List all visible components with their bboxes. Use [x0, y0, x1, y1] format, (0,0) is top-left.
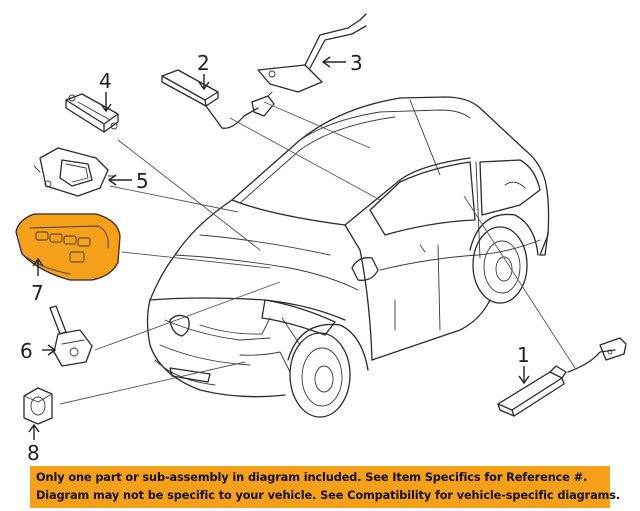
part-1-antenna[interactable]: [497, 337, 627, 417]
vehicle-illustration: [146, 96, 550, 418]
part-5-holder[interactable]: [33, 147, 117, 197]
part-3-bracket[interactable]: [257, 13, 367, 93]
callout-3: 3: [350, 51, 363, 75]
callout-6: 6: [20, 339, 33, 363]
callout-8: 8: [27, 441, 40, 465]
callout-1: 1: [517, 343, 530, 367]
part-6-lock[interactable]: [49, 305, 93, 367]
callout-7: 7: [31, 281, 44, 305]
part-4-module[interactable]: [65, 93, 119, 133]
part-2-antenna[interactable]: [161, 69, 275, 129]
callout-5: 5: [136, 169, 149, 193]
disclaimer-banner: Only one part or sub-assembly in diagram…: [30, 466, 621, 508]
callout-4: 4: [99, 69, 112, 93]
disclaimer-line-1: Only one part or sub-assembly in diagram…: [36, 471, 588, 484]
part-8-sensor[interactable]: [23, 387, 53, 425]
callout-2: 2: [197, 51, 210, 75]
callout-numbers: 1 2 3 4 5 6 7 8: [20, 51, 530, 465]
callout-arrows: [28, 56, 530, 440]
disclaimer-line-2: Diagram may not be specific to your vehi…: [36, 489, 621, 502]
parts-diagram: 1 2 3 4 5 6 7 8: [15, 13, 627, 465]
leader-lines: [59, 101, 576, 405]
part-7-key-fob[interactable]: [15, 213, 121, 281]
